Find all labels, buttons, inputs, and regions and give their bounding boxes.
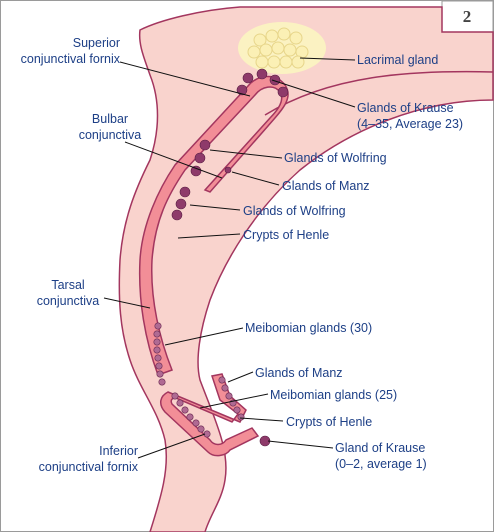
label-wolfring-lower: Glands of Wolfring [243, 204, 346, 218]
label-lacrimal-gland: Lacrimal gland [357, 53, 438, 67]
label-superior-fornix-line2: conjunctival fornix [21, 52, 121, 66]
label-krause-lower-line1: Gland of Krause [335, 441, 425, 455]
label-bulbar-line1: Bulbar [92, 112, 128, 126]
label-wolfring-upper: Glands of Wolfring [284, 151, 387, 165]
label-manz-lower: Glands of Manz [255, 366, 343, 380]
label-inferior-fornix-line1: Inferior [99, 444, 138, 458]
label-superior-fornix-line1: Superior [73, 36, 120, 50]
figure-number-badge: 2 [441, 0, 494, 33]
lacrimal-gland [238, 22, 326, 74]
meibomian-glands-lower [171, 392, 211, 438]
label-bulbar-line2: conjunctiva [79, 128, 142, 142]
glands-of-wolfring-upper [190, 139, 211, 177]
label-tarsal-line1: Tarsal [51, 278, 84, 292]
label-krause-upper-line1: Glands of Krause [357, 101, 454, 115]
label-crypts-lower: Crypts of Henle [286, 415, 372, 429]
label-meibomian-upper: Meibomian glands (30) [245, 321, 372, 335]
labels: Superior conjunctival fornix Lacrimal gl… [21, 36, 463, 474]
leader-lines [103, 57, 356, 459]
label-inferior-fornix-line2: conjunctival fornix [39, 460, 139, 474]
label-manz-upper: Glands of Manz [282, 179, 370, 193]
globe-surface-line [264, 70, 494, 116]
figure-number: 2 [463, 7, 472, 26]
label-meibomian-lower: Meibomian glands (25) [270, 388, 397, 402]
label-crypts-upper: Crypts of Henle [243, 228, 329, 242]
glands-of-krause-upper [236, 68, 289, 98]
glands-of-wolfring-lower [171, 186, 191, 221]
glands-of-manz-upper [224, 166, 232, 174]
label-krause-upper-line2: (4–35, Average 23) [357, 117, 463, 131]
upper-conjunctiva [138, 75, 289, 376]
meibomian-glands-upper [153, 322, 166, 386]
label-tarsal-line2: conjunctiva [37, 294, 100, 308]
label-krause-lower-line2: (0–2, average 1) [335, 457, 427, 471]
